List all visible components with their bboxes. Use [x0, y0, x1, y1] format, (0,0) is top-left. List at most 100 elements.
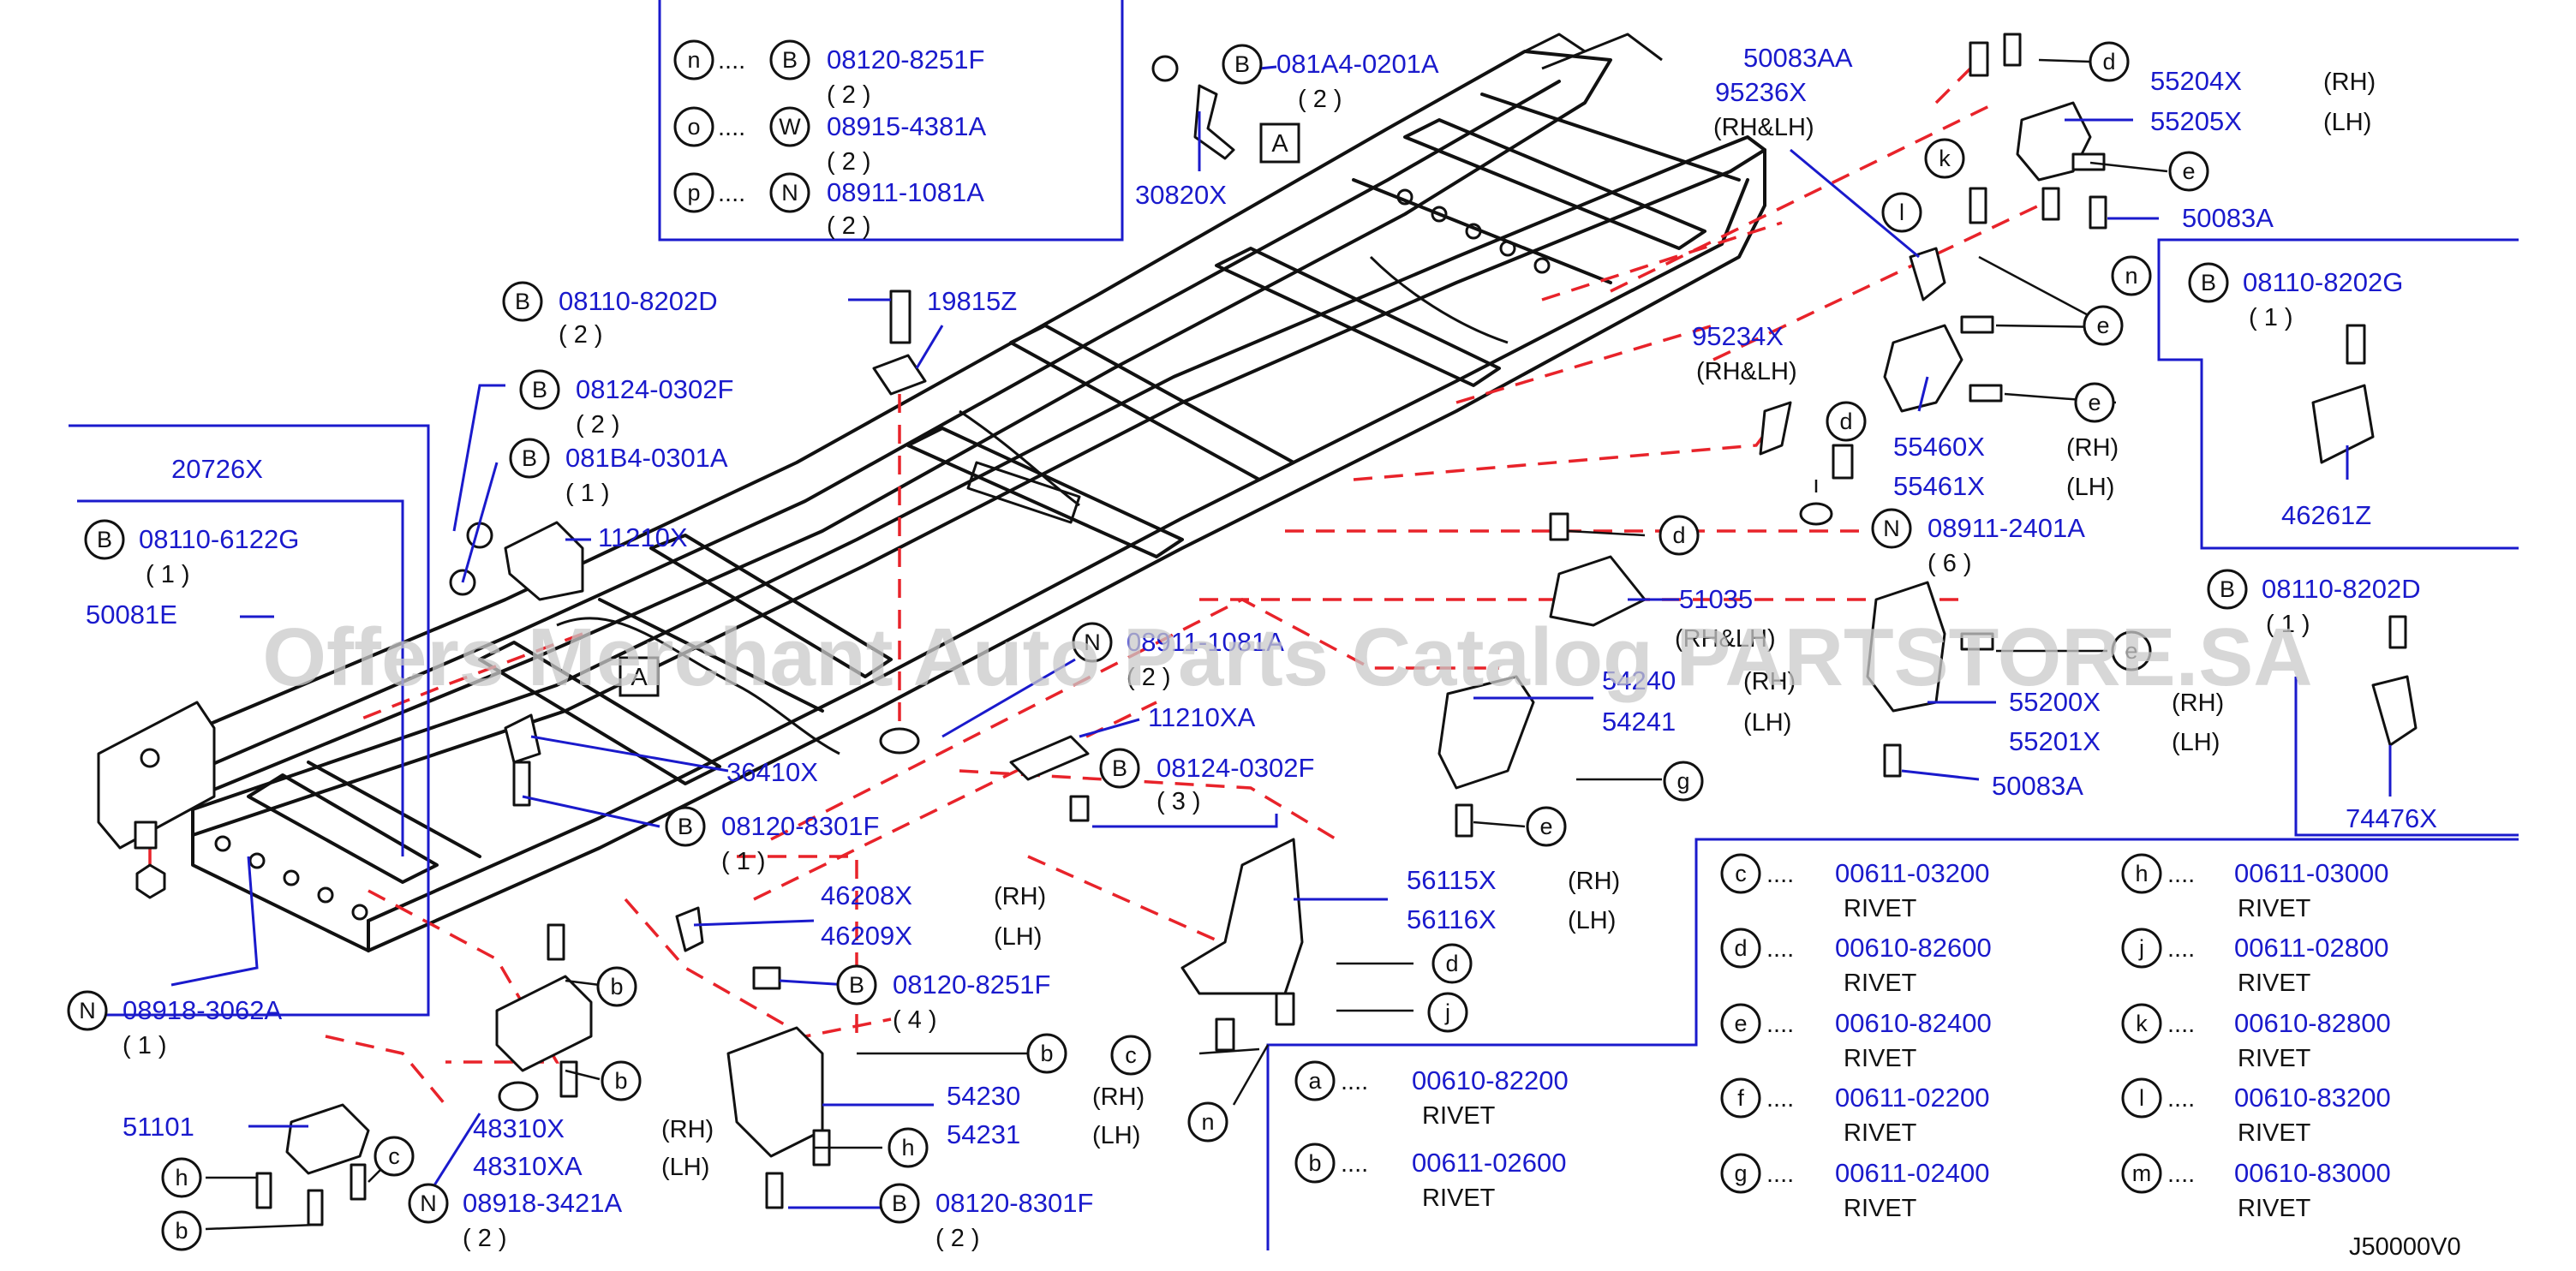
- callout-08918-3421a[interactable]: N 08918-3421A ( 2 ): [408, 1183, 622, 1252]
- legend-row-j: j .... 00611-02800 RIVET: [2121, 928, 2388, 997]
- svg-text:RIVET: RIVET: [1844, 970, 1917, 997]
- svg-text:08110-8202D: 08110-8202D: [559, 286, 718, 316]
- svg-text:B: B: [532, 377, 547, 403]
- part-48310xa[interactable]: 48310XA: [473, 1151, 583, 1181]
- side-54240: (RH): [1743, 668, 1796, 695]
- svg-text:....: ....: [2167, 1161, 2195, 1188]
- side-54241: (LH): [1743, 709, 1791, 737]
- ref-box-a-frame: A: [619, 656, 660, 697]
- side-54230: (RH): [1092, 1083, 1145, 1111]
- svg-text:( 2 ): ( 2 ): [935, 1225, 980, 1252]
- part-95234x[interactable]: 95234X: [1692, 321, 1784, 351]
- callout-08120-8301f[interactable]: B 08120-8301F ( 1 ): [665, 806, 879, 875]
- part-50081e[interactable]: 50081E: [86, 600, 177, 630]
- note-row-n: n .... B 08120-8251F ( 2 ): [673, 39, 984, 109]
- svg-text:g: g: [1734, 1161, 1747, 1186]
- part-55461x[interactable]: 55461X: [1893, 471, 1985, 501]
- callout-08120-8301f-b[interactable]: B 08120-8301F ( 2 ): [879, 1183, 1093, 1252]
- part-50083a[interactable]: 50083A: [2182, 203, 2274, 233]
- part-56116x[interactable]: 56116X: [1407, 904, 1497, 934]
- svg-text:( 2 ): ( 2 ): [827, 148, 871, 176]
- svg-text:f: f: [1737, 1085, 1744, 1111]
- svg-text:( 1 ): ( 1 ): [565, 480, 610, 507]
- svg-text:RIVET: RIVET: [1844, 1045, 1917, 1072]
- part-55200x[interactable]: 55200X: [2009, 687, 2101, 717]
- part-56115x[interactable]: 56115X: [1407, 865, 1497, 895]
- callout-08110-8202d[interactable]: B 08110-8202D ( 2 ): [502, 281, 718, 349]
- part-36410x[interactable]: 36410X: [726, 757, 818, 787]
- callout-08110-8202g[interactable]: B 08110-8202G ( 1 ): [2188, 262, 2403, 331]
- legend-row-b: b .... 00611-02600 RIVET: [1294, 1143, 1566, 1212]
- svg-text:l: l: [2139, 1085, 2144, 1111]
- svg-text:W: W: [779, 114, 801, 140]
- part-50083a-lower[interactable]: 50083A: [1992, 771, 2083, 801]
- callout-08911-2401a[interactable]: N 08911-2401A ( 6 ): [1871, 508, 2085, 577]
- svg-text:d: d: [1839, 409, 1852, 434]
- svg-text:08110-6122G: 08110-6122G: [139, 524, 299, 554]
- svg-text:00610-82800: 00610-82800: [2234, 1008, 2391, 1038]
- part-55204x[interactable]: 55204X: [2150, 66, 2242, 96]
- svg-text:( 4 ): ( 4 ): [893, 1006, 937, 1034]
- side-46208x: (RH): [994, 883, 1046, 910]
- svg-text:08124-0302F: 08124-0302F: [576, 374, 733, 404]
- callout-08124-0302f-b[interactable]: B 08124-0302F ( 3 ): [1099, 748, 1314, 815]
- svg-text:RIVET: RIVET: [2238, 1045, 2311, 1072]
- part-30820x[interactable]: 30820X: [1135, 180, 1227, 210]
- svg-text:d: d: [1672, 522, 1685, 548]
- part-55201x[interactable]: 55201X: [2009, 726, 2101, 756]
- callout-081a4-0201a[interactable]: B 081A4-0201A ( 2 ): [1222, 44, 1439, 113]
- svg-text:....: ....: [1766, 1011, 1794, 1038]
- part-54230[interactable]: 54230: [947, 1081, 1020, 1111]
- side-51035: (RH&LH): [1675, 625, 1776, 653]
- svg-text:B: B: [2220, 576, 2235, 602]
- part-11210xa[interactable]: 11210XA: [1148, 702, 1256, 732]
- svg-text:00610-83000: 00610-83000: [2234, 1158, 2391, 1188]
- svg-text:o: o: [687, 114, 700, 140]
- part-46208x[interactable]: 46208X: [821, 880, 912, 910]
- part-48310x[interactable]: 48310X: [473, 1113, 565, 1143]
- part-95236x[interactable]: 95236X: [1715, 77, 1807, 107]
- callout-08120-8251f[interactable]: B 08120-8251F ( 4 ): [836, 964, 1050, 1034]
- part-46261z[interactable]: 46261Z: [2281, 500, 2371, 530]
- svg-text:00611-02200: 00611-02200: [1835, 1083, 1989, 1113]
- svg-text:( 2 ): ( 2 ): [559, 321, 603, 349]
- callout-08110-8202d-b[interactable]: B 08110-8202D ( 1 ): [2207, 569, 2421, 638]
- svg-text:A: A: [631, 664, 648, 691]
- side-48310x: (RH): [661, 1116, 714, 1143]
- part-20726x[interactable]: 20726X: [171, 454, 263, 484]
- part-54240[interactable]: 54240: [1602, 665, 1676, 695]
- part-46209x[interactable]: 46209X: [821, 921, 912, 951]
- svg-text:( 2 ): ( 2 ): [1298, 86, 1342, 113]
- part-55460x[interactable]: 55460X: [1893, 432, 1985, 462]
- callout-08911-1081a[interactable]: N 08911-1081A ( 2 ): [1072, 622, 1284, 691]
- part-50083aa[interactable]: 50083AA: [1743, 43, 1853, 73]
- component-sketches: [97, 33, 2418, 1226]
- part-51101[interactable]: 51101: [123, 1112, 194, 1142]
- callout-08124-0302f[interactable]: B 08124-0302F ( 2 ): [519, 369, 733, 439]
- svg-text:RIVET: RIVET: [1844, 1119, 1917, 1147]
- svg-text:B: B: [678, 814, 693, 839]
- svg-text:k: k: [2136, 1011, 2148, 1036]
- svg-text:08918-3062A: 08918-3062A: [123, 995, 282, 1025]
- svg-text:08120-8301F: 08120-8301F: [935, 1188, 1093, 1218]
- callout-081b4-0301a[interactable]: B 081B4-0301A ( 1 ): [509, 438, 728, 507]
- part-51035[interactable]: 51035: [1679, 584, 1753, 614]
- callout-08110-6122g[interactable]: B 08110-6122G ( 1 ): [84, 519, 299, 588]
- svg-text:....: ....: [2167, 935, 2195, 963]
- part-19815z[interactable]: 19815Z: [927, 286, 1017, 316]
- legend-row-g: g .... 00611-02400 RIVET: [1720, 1153, 1989, 1222]
- side-55460x: (RH): [2066, 434, 2119, 462]
- callout-08918-3062a[interactable]: N 08918-3062A ( 1 ): [67, 990, 282, 1059]
- part-54241[interactable]: 54241: [1602, 707, 1676, 737]
- part-55205x[interactable]: 55205X: [2150, 106, 2242, 136]
- legend-row-f: f .... 00611-02200 RIVET: [1720, 1077, 1989, 1147]
- part-11210x[interactable]: 11210X: [598, 522, 688, 552]
- part-74476x[interactable]: 74476X: [2346, 803, 2437, 833]
- svg-text:b: b: [175, 1218, 188, 1244]
- svg-text:08911-2401A: 08911-2401A: [1928, 513, 2085, 543]
- part-54231[interactable]: 54231: [947, 1119, 1020, 1149]
- svg-text:m: m: [2132, 1161, 2152, 1186]
- svg-text:RIVET: RIVET: [1422, 1102, 1496, 1130]
- svg-text:08110-8202G: 08110-8202G: [2243, 267, 2403, 297]
